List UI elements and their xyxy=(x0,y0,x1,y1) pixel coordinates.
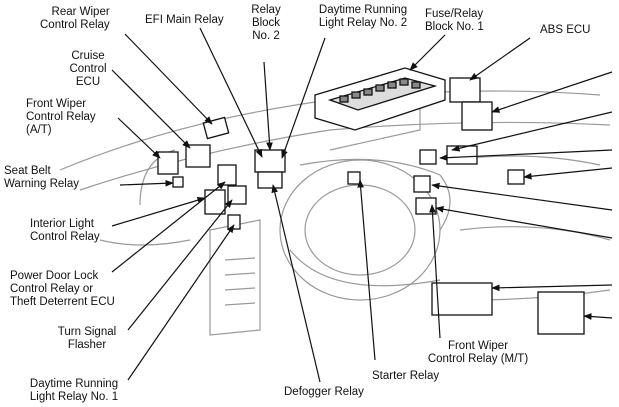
leader-front-wiper-mt xyxy=(429,204,441,339)
leader-drl-2 xyxy=(281,37,326,159)
right-relay-3-shape xyxy=(413,175,431,193)
label-relay-block-no2: Relay Block No. 2 xyxy=(251,4,281,42)
leader-defogger xyxy=(271,184,321,383)
label-rear-wiper-control-relay: Rear Wiper Control Relay xyxy=(40,6,110,31)
leader-abs-ecu xyxy=(469,37,531,81)
leader-right-4 xyxy=(523,167,613,180)
right-upper-relay-shape xyxy=(461,101,493,131)
leader-right-6 xyxy=(435,205,613,239)
label-abs-ecu: ABS ECU xyxy=(540,24,591,36)
leader-lines xyxy=(111,27,613,383)
leader-cruise-control xyxy=(111,69,191,149)
label-front-wiper-control-relay-mt: Front Wiper Control Relay (M/T) xyxy=(427,340,529,365)
right-relay-4-shape xyxy=(415,197,437,215)
leader-right-3 xyxy=(439,149,613,162)
label-cruise-control-ecu: Cruise Control ECU xyxy=(69,50,107,88)
leader-power-door-lock xyxy=(111,181,226,273)
leader-right-2 xyxy=(451,111,613,152)
efi-defogger-relay-shape xyxy=(257,171,283,189)
drl-no1-relay-shape xyxy=(227,214,241,230)
right-relay-1-shape xyxy=(446,145,478,165)
right-relay-5-shape xyxy=(507,169,525,185)
seat-belt-relay-shape xyxy=(172,176,184,188)
label-drl-relay-no1: Daytime Running Light Relay No. 1 xyxy=(29,378,119,403)
label-efi-main-relay: EFI Main Relay xyxy=(145,14,224,26)
label-turn-signal-flasher: Turn Signal Flasher xyxy=(57,326,117,351)
leader-right-5 xyxy=(431,182,613,211)
relay-block-no2-shape xyxy=(254,149,286,173)
abs-ecu-shape xyxy=(449,77,481,103)
leader-front-wiper-at xyxy=(117,117,161,159)
leader-interior-light xyxy=(111,196,206,227)
front-wiper-at-relay-shape xyxy=(157,151,179,175)
cruise-control-ecu-shape xyxy=(185,144,211,168)
leader-relay-block-2 xyxy=(263,61,273,151)
rear-wiper-relay-shape xyxy=(202,116,230,140)
label-seat-belt-warning-relay: Seat Belt Warning Relay xyxy=(4,165,79,190)
leader-seat-belt xyxy=(119,179,174,187)
component-shapes xyxy=(157,77,585,335)
power-door-lock-shape xyxy=(217,164,237,186)
leader-right-8 xyxy=(583,313,613,320)
label-power-door-lock-relay: Power Door Lock Control Relay or Theft D… xyxy=(10,270,115,308)
leader-turn-signal xyxy=(127,199,233,331)
label-drl-relay-no2: Daytime Running Light Relay No. 2 xyxy=(318,4,408,29)
leader-starter xyxy=(357,179,376,361)
leader-rear-wiper xyxy=(124,33,213,125)
leader-right-7 xyxy=(491,284,613,292)
front-wiper-mt-relay-shape xyxy=(431,282,493,316)
leader-efi-main xyxy=(199,27,263,158)
large-ecu-shape xyxy=(537,291,585,335)
leader-fuse-block-1 xyxy=(409,34,446,71)
interior-light-relay-shape xyxy=(204,189,226,215)
fuse-relay-block-no1-shape xyxy=(314,67,446,131)
leader-drl-1 xyxy=(127,224,235,381)
label-starter-relay: Starter Relay xyxy=(372,370,440,382)
label-front-wiper-control-relay-at: Front Wiper Control Relay (A/T) xyxy=(26,98,96,136)
right-relay-2-shape xyxy=(419,149,437,165)
starter-relay-shape xyxy=(347,171,361,185)
leader-right-1 xyxy=(491,71,613,113)
label-fuse-relay-block-no1: Fuse/Relay Block No. 1 xyxy=(425,8,484,33)
label-interior-light-control-relay: Interior Light Control Relay xyxy=(30,218,100,243)
label-defogger-relay: Defogger Relay xyxy=(284,386,364,398)
